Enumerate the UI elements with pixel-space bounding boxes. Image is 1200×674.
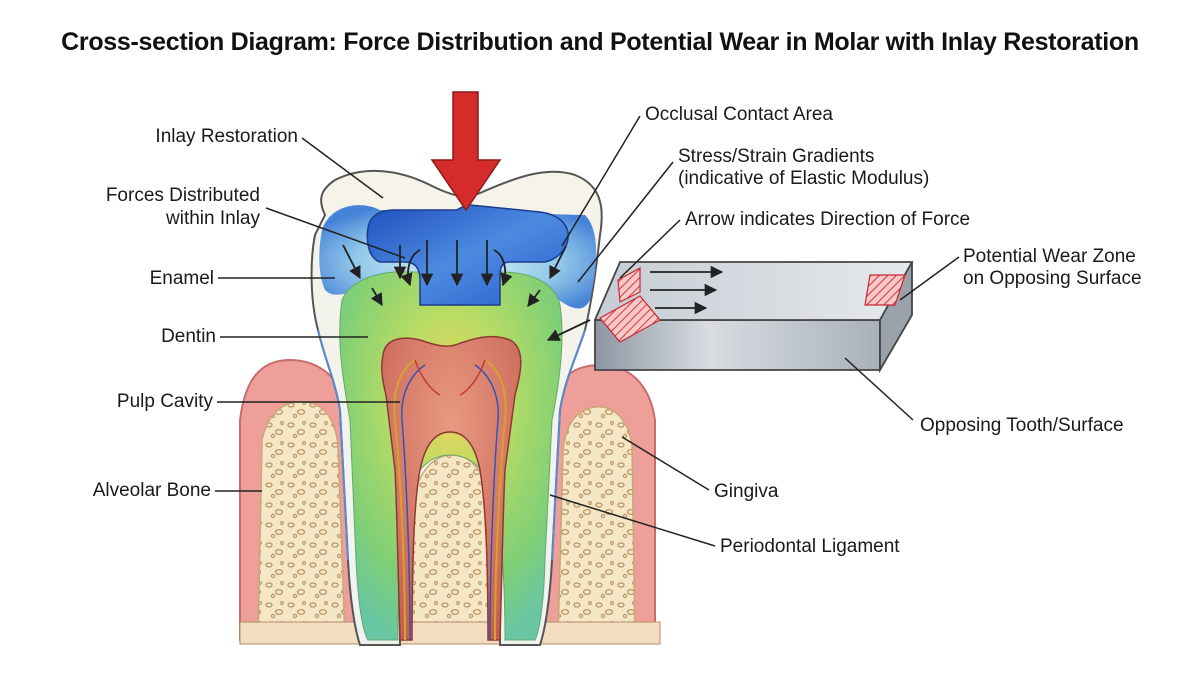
alveolar-bone-center: [411, 454, 491, 641]
label-stress-strain-line2: (indicative of Elastic Modulus): [678, 168, 930, 189]
label-dentin: Dentin: [161, 326, 216, 347]
force-direction-arrow: [430, 91, 502, 212]
label-stress-strain-line1: Stress/Strain Gradients: [678, 146, 875, 167]
label-forces-distributed-line1: Forces Distributed: [105, 185, 260, 206]
opposing-force-arrows: [650, 265, 724, 315]
label-pulp-cavity: Pulp Cavity: [116, 391, 213, 412]
pulp-region: [381, 335, 522, 641]
label-inlay-restoration: Inlay Restoration: [155, 126, 298, 147]
opposing-tooth-surface: [593, 261, 914, 374]
label-enamel: Enamel: [149, 268, 214, 289]
tooth-body: [310, 170, 603, 646]
alveolar-bone-right: [538, 363, 656, 641]
label-alveolar-bone: Alveolar Bone: [92, 480, 211, 501]
label-opposing-tooth: Opposing Tooth/Surface: [920, 415, 1124, 436]
label-forces-distributed-line2: within Inlay: [166, 208, 260, 229]
label-wear-zone-line2: on Opposing Surface: [963, 268, 1142, 289]
label-wear-zone-line1: Potential Wear Zone: [963, 246, 1136, 267]
inlay-restoration: [366, 204, 569, 306]
leader-lines: [215, 115, 960, 547]
diagram-title: Cross-section Diagram: Force Distributio…: [61, 28, 1139, 56]
label-gingiva: Gingiva: [714, 481, 779, 502]
label-arrow-direction: Arrow indicates Direction of Force: [685, 209, 971, 230]
label-occlusal-contact-area: Occlusal Contact Area: [645, 104, 833, 125]
force-distribution-arrows: [342, 240, 591, 341]
alveolar-bone-left: [239, 358, 362, 641]
bone-base-band: [239, 621, 661, 645]
label-periodontal-ligament: Periodontal Ligament: [720, 536, 900, 557]
